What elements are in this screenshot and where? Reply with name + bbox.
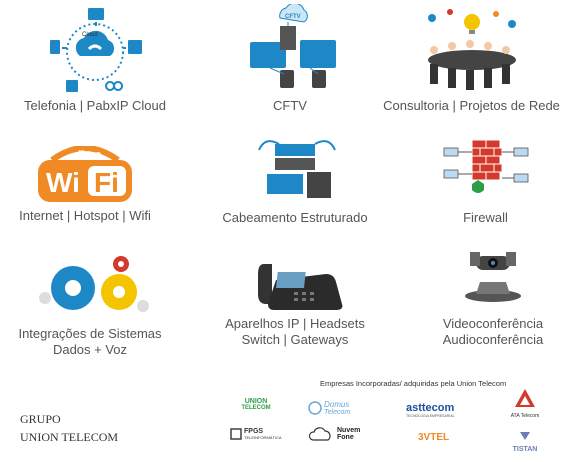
service-label: Telefonia | PabxIP Cloud (24, 98, 166, 113)
service-aparelhos: Aparelhos IP | Headsets Switch | Gateway… (205, 250, 385, 348)
service-label: Consultoria | Projetos de Rede (383, 98, 560, 113)
logo-union-line1: UNION (244, 398, 268, 405)
svg-text:Fi: Fi (94, 167, 119, 198)
logo-nuvem-line1: Nuvem (337, 427, 361, 434)
cloud-caption: Cloud (82, 32, 98, 38)
group-title-line2: UNION TELECOM (20, 430, 119, 444)
service-label-line2: Audioconferência (442, 332, 544, 347)
svg-text:CFTV: CFTV (285, 14, 301, 20)
logo-ata-telecom: ATA Telecom (506, 388, 544, 419)
service-label-line2: Dados + Voz (52, 342, 128, 357)
logo-tistan-name: TISTAN (512, 446, 538, 453)
acquired-note: Empresas Incorporadas/ adquiridas pela U… (320, 379, 507, 388)
svg-text:Wi: Wi (46, 167, 80, 198)
logo-asttecom-name: asttecom (406, 402, 455, 414)
service-integracoes: Integrações de Sistemas Dados + Voz (0, 250, 180, 358)
video-conference-icon (465, 252, 521, 302)
service-label: Cabeamento Estruturado (222, 210, 368, 225)
logo-asttecom: asttecom TECNOLOGIA EMPRESARIAL (406, 402, 455, 418)
logo-nuvem-fone: Nuvem Fone (308, 426, 360, 442)
logo-nuvem-line2: Fone (337, 434, 354, 441)
service-label-line1: Integrações de Sistemas (18, 326, 162, 341)
service-firewall: Firewall (400, 134, 571, 226)
logo-asttecom-sub: TECNOLOGIA EMPRESARIAL (406, 414, 455, 418)
logo-union-line2: TELECOM (241, 405, 271, 411)
logo-fpgs: FPGS TELEINFORMÁTICA (230, 428, 282, 440)
tistan-icon (520, 432, 530, 440)
service-label-line1: Aparelhos IP | Headsets (225, 316, 365, 331)
structured-cabling-icon (258, 140, 336, 198)
gears-integration-icon (39, 256, 149, 312)
cctv-network-icon: CFTV (250, 4, 336, 88)
service-label-line1: Videoconferência (442, 316, 544, 331)
logo-3vtel-name: 3VTEL (418, 432, 450, 443)
logo-ata-name: ATA Telecom (510, 413, 540, 419)
service-telefonia: Cloud Telefonia | PabxIP Cloud (0, 0, 190, 114)
service-label: CFTV (273, 98, 307, 113)
domus-swirl-icon (308, 401, 322, 415)
service-label: Firewall (463, 210, 508, 225)
service-cftv: CFTV CFTV (200, 0, 380, 114)
firewall-icon (443, 139, 528, 193)
service-cabeamento: Cabeamento Estruturado (205, 134, 385, 226)
service-internet: Free Wi Fi Internet | Hotspot | Wifi (0, 144, 170, 224)
logo-tistan: TISTAN (506, 428, 544, 453)
cloud-outline-icon (308, 427, 331, 441)
logo-union-telecom: UNION TELECOM (238, 398, 274, 411)
meeting-consulting-icon (427, 9, 516, 90)
cloud-phone-network-icon: Cloud (50, 8, 142, 92)
logo-domus-line2: Telecom (324, 409, 351, 416)
service-consultoria: Consultoria | Projetos de Rede (372, 0, 571, 114)
wifi-icon: Free Wi Fi (38, 146, 132, 202)
service-label: Internet | Hotspot | Wifi (19, 208, 151, 223)
logo-fpgs-name: FPGS (244, 428, 264, 435)
ip-phone-icon (258, 264, 343, 310)
logo-fpgs-sub: TELEINFORMÁTICA (244, 435, 282, 440)
service-label-line2: Switch | Gateways (241, 332, 349, 347)
group-title-line1: GRUPO (20, 412, 61, 426)
fpgs-icon (230, 428, 242, 440)
service-video: Videoconferência Audioconferência (415, 240, 571, 348)
logo-domus-line1: Domus (324, 400, 350, 409)
logo-3vtel: 3VTEL (418, 432, 449, 443)
logo-domus-telecom: Domus Telecom (308, 400, 350, 416)
ata-triangle-icon (515, 389, 535, 407)
wifi-badge-top: Free (78, 149, 101, 161)
